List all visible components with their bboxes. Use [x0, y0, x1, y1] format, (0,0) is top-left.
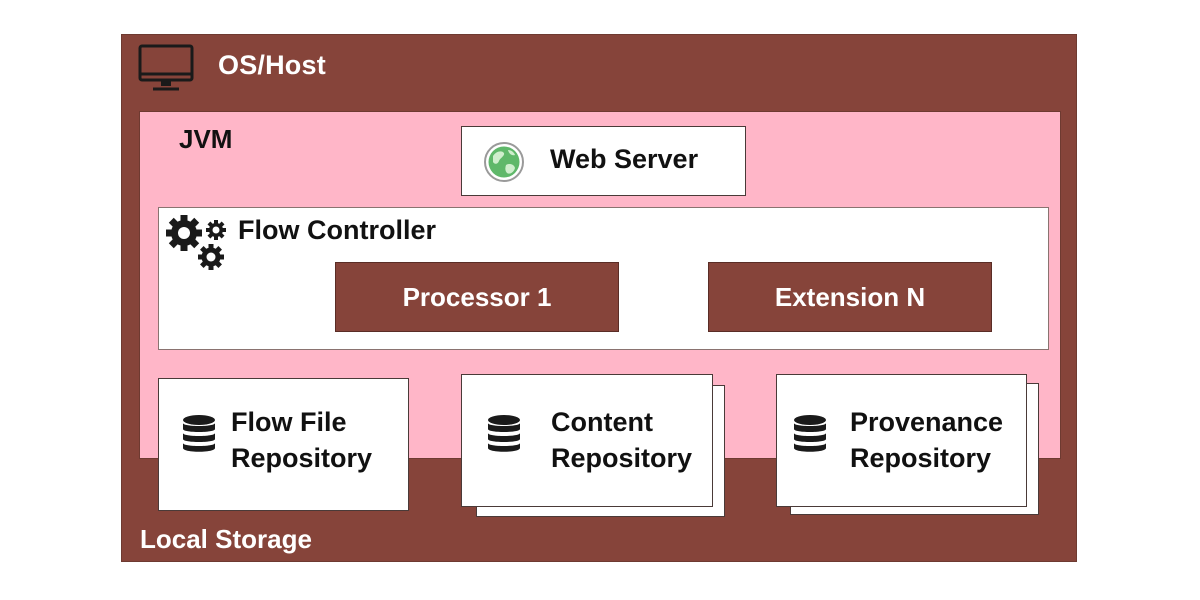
local-storage-label: Local Storage: [140, 524, 312, 554]
database-icon: [794, 415, 826, 452]
os-host-label: OS/Host: [218, 50, 326, 80]
content-repository-line1: Content: [551, 407, 653, 437]
monitor-icon: [138, 44, 194, 91]
web-server-label: Web Server: [550, 144, 699, 174]
flowfile-repository-label: Flow File Repository: [231, 404, 372, 476]
content-repository-label: Content Repository: [551, 404, 692, 476]
database-icon: [183, 415, 215, 452]
flowfile-repository-box: [158, 378, 409, 511]
flowfile-repository-line1: Flow File: [231, 407, 347, 437]
gears-icon: [166, 215, 226, 270]
extension-n-box: Extension N: [708, 262, 992, 332]
processor-1-box: Processor 1: [335, 262, 619, 332]
provenance-repository-line1: Provenance: [850, 407, 1004, 437]
content-repository-line2: Repository: [551, 443, 693, 473]
globe-icon: [484, 142, 524, 182]
database-icon: [488, 415, 520, 452]
flow-controller-label: Flow Controller: [238, 215, 436, 245]
flowfile-repository-line2: Repository: [231, 443, 373, 473]
provenance-repository-label: Provenance Repository: [850, 404, 1003, 476]
provenance-repository-line2: Repository: [850, 443, 992, 473]
jvm-label: JVM: [179, 124, 233, 154]
